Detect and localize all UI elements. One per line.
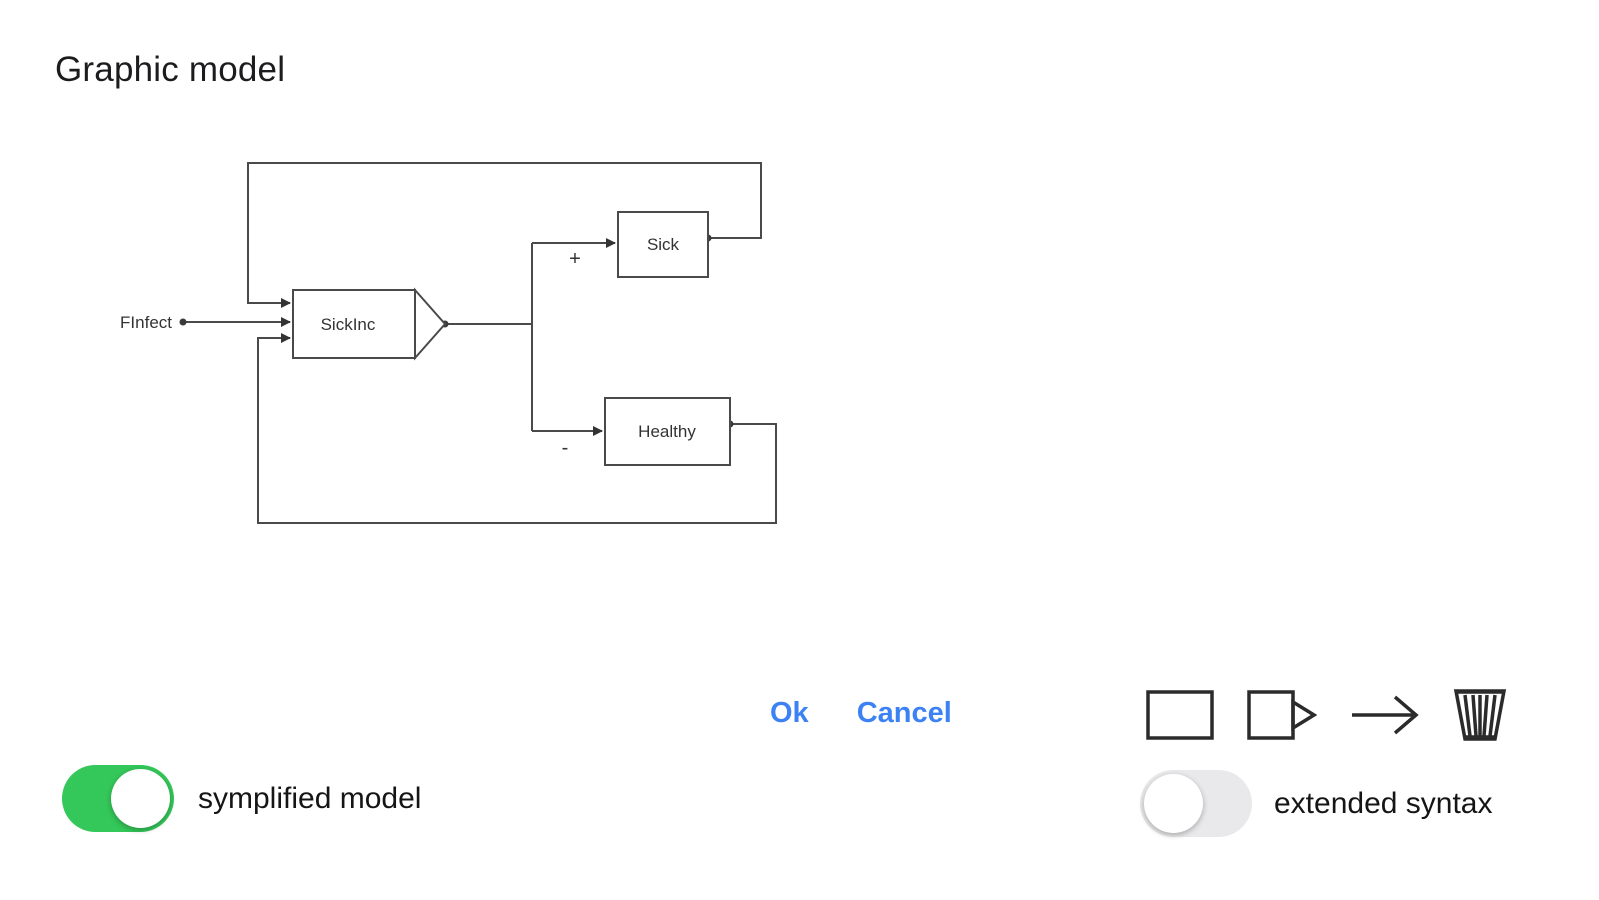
cancel-button[interactable]: Cancel — [856, 697, 952, 729]
simplified-model-setting: symplified model — [62, 765, 421, 832]
toggle-knob — [111, 769, 170, 828]
node-sickinc[interactable]: SickInc — [292, 287, 447, 361]
node-finfect-label: FInfect — [120, 313, 172, 332]
toggle-knob — [1144, 774, 1203, 833]
sink-basket-icon[interactable] — [1453, 686, 1507, 743]
node-sickinc-label: SickInc — [321, 315, 376, 334]
simplified-model-toggle[interactable] — [62, 765, 174, 832]
node-sick[interactable]: Sick — [617, 211, 709, 278]
simplified-model-label: symplified model — [198, 781, 422, 815]
extended-syntax-setting: extended syntax — [1140, 770, 1492, 837]
edge-finfect-to-sickinc — [179, 317, 291, 327]
arrow-icon[interactable] — [1350, 690, 1420, 740]
node-healthy[interactable]: Healthy — [604, 397, 731, 466]
edge-sign-minus: - — [562, 437, 569, 459]
ok-button[interactable]: Ok — [770, 697, 809, 729]
edge-sign-plus: + — [569, 248, 581, 270]
stock-rect-icon[interactable] — [1146, 689, 1214, 740]
page-title: Graphic model — [55, 50, 286, 89]
extended-syntax-label: extended syntax — [1274, 786, 1493, 820]
extended-syntax-toggle[interactable] — [1140, 770, 1252, 837]
node-healthy-label: Healthy — [638, 422, 696, 441]
shape-palette — [1146, 686, 1507, 743]
edge-sickinc-output — [441, 238, 616, 436]
dialog-actions: Ok Cancel — [770, 697, 952, 730]
node-sick-label: Sick — [647, 235, 680, 254]
flow-block-icon[interactable] — [1247, 689, 1317, 740]
model-diagram-canvas[interactable]: SickInc Sick Healthy FInfect + - — [80, 145, 800, 545]
